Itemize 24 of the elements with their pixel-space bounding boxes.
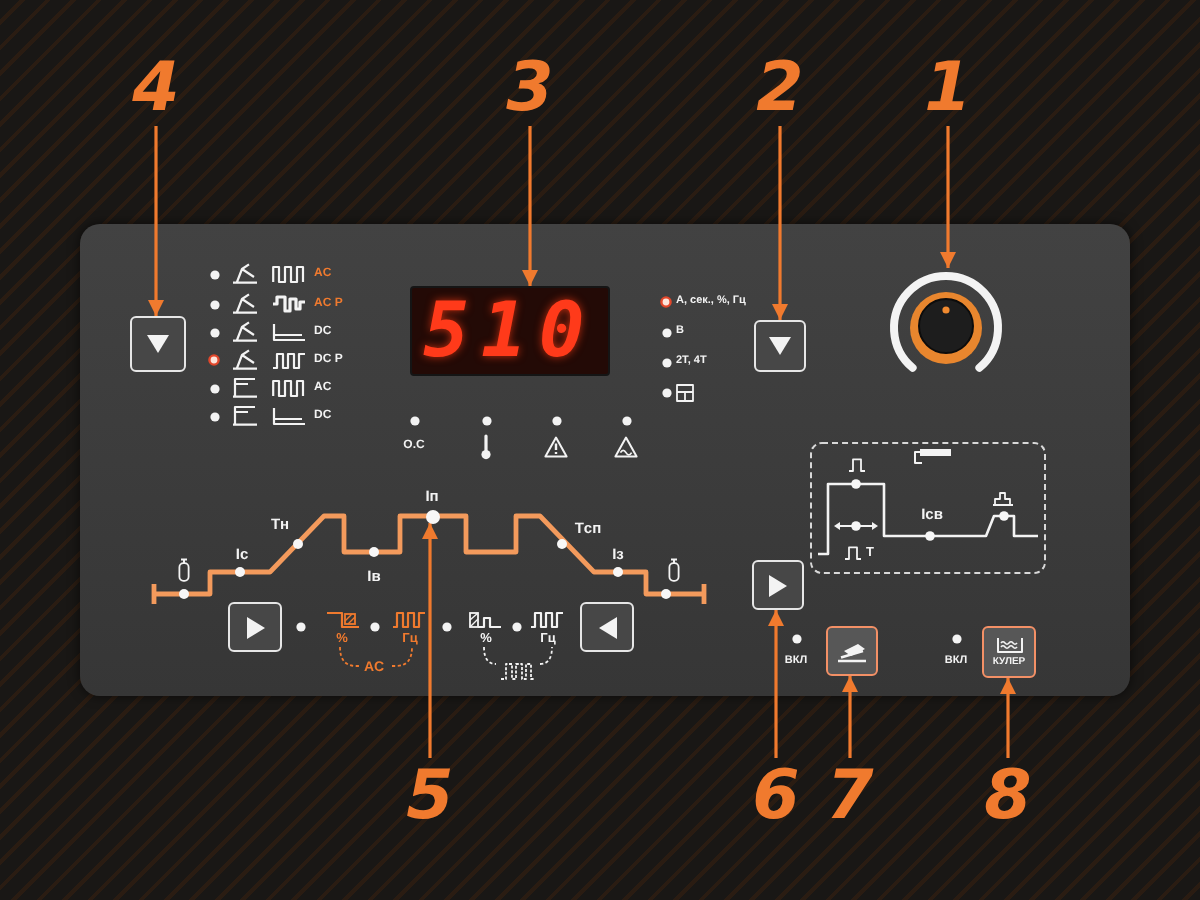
- leader-arrow: [148, 126, 164, 316]
- down-button: [130, 316, 186, 372]
- right-button: [228, 602, 282, 652]
- pedal-button: [826, 626, 878, 676]
- leader-arrow: [422, 523, 438, 758]
- dashed-frame: [810, 442, 1046, 574]
- callout-number: 5: [400, 762, 460, 830]
- leader-arrow: [522, 126, 538, 286]
- callout-number: 8: [978, 762, 1038, 830]
- down-button: [754, 320, 806, 372]
- leader-arrow: [1000, 678, 1016, 758]
- callout-number: 1: [918, 54, 978, 122]
- callout-number: 6: [746, 762, 806, 830]
- leader-arrow: [772, 126, 788, 320]
- leader-arrow: [842, 676, 858, 758]
- right-button: [752, 560, 804, 610]
- callout-number: 2: [750, 54, 810, 122]
- callout-number: 3: [500, 54, 560, 122]
- leader-arrow: [940, 126, 956, 268]
- left-button: [580, 602, 634, 652]
- callout-number: 7: [820, 762, 880, 830]
- led-display: 510: [410, 286, 610, 376]
- callout-number: 4: [126, 54, 186, 122]
- leader-arrow: [768, 610, 784, 758]
